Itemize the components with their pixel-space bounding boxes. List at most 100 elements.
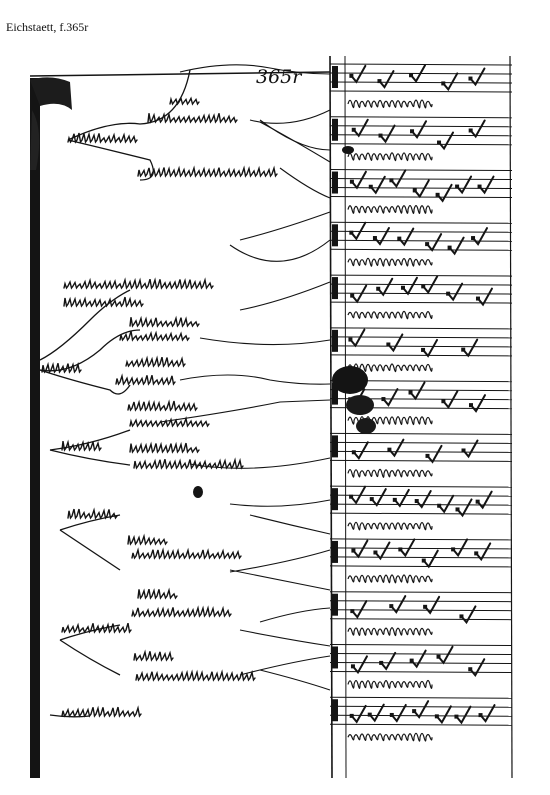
note-head [455,507,460,512]
neume [469,394,486,413]
staff-label-script [347,99,433,109]
note-head [386,342,391,347]
neume [422,338,439,358]
script-word [61,705,142,718]
neume [436,183,453,203]
neume [378,70,395,89]
script-word [131,605,232,618]
staff-line [329,248,513,251]
clef-mark [332,171,338,194]
neume [476,490,493,510]
script-word [125,355,186,368]
clef-mark [332,540,338,563]
neume [476,287,493,307]
note-head [351,548,356,553]
note-head [389,178,394,183]
script-word [63,296,144,308]
note-head [474,551,479,556]
script-word [133,457,244,470]
note-head [350,609,355,614]
note-head [349,230,354,235]
neume [413,179,430,199]
note-head [455,184,460,189]
clef-mark [332,646,338,669]
clef-mark [332,118,338,141]
script-word [129,315,200,328]
note-head [434,714,439,719]
staff-label-script [347,152,433,162]
neume [374,541,391,561]
note-head [441,81,446,86]
note-head [387,447,392,452]
staff-line [329,494,513,497]
neume [387,333,404,353]
neume [447,282,464,302]
note-head [421,558,426,563]
staff-line [329,547,513,550]
script-word [127,533,168,546]
script-word [137,587,178,600]
note-head [423,604,428,609]
script-word [137,165,278,178]
note-head [348,337,353,342]
neume [388,438,405,458]
neume [462,439,479,459]
staff-label-script [347,679,433,690]
neume [352,441,369,461]
neume [460,605,477,625]
note-head [372,236,377,241]
note-head [377,79,382,84]
ink-blot [193,146,376,498]
script-word [129,441,200,454]
staff-line [329,239,513,242]
neume [456,498,473,518]
neume [448,236,465,256]
neume [390,169,407,189]
note-head [421,284,426,289]
note-head [475,499,480,504]
staff-line [329,336,513,339]
staff-line [329,143,513,146]
neume [413,700,430,719]
note-head [349,494,354,499]
staff-label-script [347,204,433,215]
neume [390,703,407,723]
script-word [41,361,82,374]
staff-line [329,565,513,568]
staff-line [329,274,513,277]
neume [399,538,416,558]
note-head [378,133,383,138]
staff-line [329,661,513,664]
folio-number: 365r [256,66,302,88]
page-edge-ink [30,77,72,778]
note-head [389,712,394,717]
note-head [421,347,426,352]
staff-line [329,354,513,357]
note-head [351,127,356,132]
staff-column-borders [329,55,513,778]
note-head [471,236,476,241]
note-head [379,660,384,665]
script-word [115,373,176,386]
note-head [368,184,373,189]
note-head [409,658,414,663]
note-head [398,547,403,552]
staff-line [329,618,513,621]
staff-label-script [347,521,433,531]
note-head [437,503,442,508]
script-word [119,330,190,342]
neume [422,549,439,569]
manuscript-page [30,50,528,778]
clef-mark [332,329,338,352]
note-head [454,714,459,719]
neume [422,275,439,295]
staff-line [329,221,513,224]
note-head [441,399,446,404]
note-head [468,403,473,408]
script-word [61,439,102,452]
note-head [389,604,394,609]
staff-line [329,178,513,181]
neume [350,170,367,190]
note-head [397,236,402,241]
neume [398,227,415,247]
